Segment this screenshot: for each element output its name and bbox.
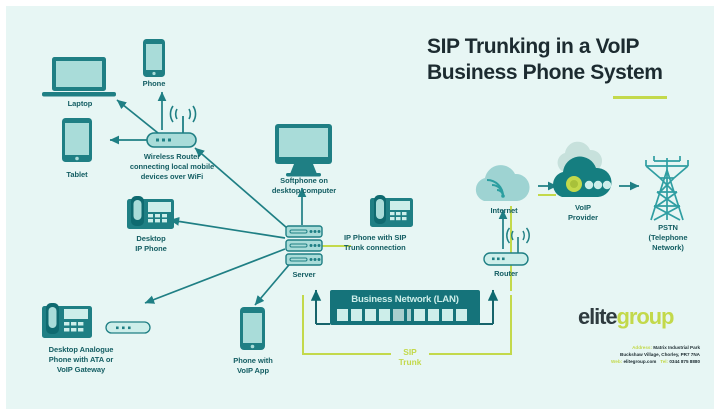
label-analogue-phone-line2: Phone with ATA or [48, 355, 114, 364]
label-analogue-phone-line3: VoIP Gateway [56, 365, 106, 374]
label-analogue-phone-line1: Desktop Analogue [48, 345, 114, 354]
title-accent-bar [613, 96, 667, 99]
label-tablet: Tablet [66, 170, 88, 179]
diagram-vector-layer [42, 39, 689, 355]
label-wireless-router-line1: Wireless Router [143, 152, 201, 161]
logo-part-elite: elite [578, 304, 618, 329]
edge-router-icon [483, 227, 530, 266]
label-desktop-ip-phone-line2: IP Phone [135, 244, 167, 253]
label-server: Server [292, 270, 316, 279]
infographic-board: Laptop Phone Tablet Wireless Router conn… [6, 6, 714, 409]
label-voip-app-phone-line1: Phone with [233, 356, 273, 365]
label-wireless-router-line2: connecting local mobile [129, 162, 215, 171]
label-desktop-ip-phone-line1: Desktop [136, 234, 166, 243]
laptop-icon [42, 57, 116, 97]
tablet-icon [62, 118, 92, 162]
voip-app-phone-icon [240, 307, 265, 350]
connector-server-to-analogue-phone [144, 248, 286, 304]
label-softphone-line1: Softphone on [280, 176, 328, 185]
sip-ip-phone-icon [370, 195, 413, 227]
contact-tel-key: Tel: [660, 359, 669, 365]
sip-trunk-bracket-right [429, 295, 512, 355]
contact-web-key: Web: [611, 359, 623, 365]
label-ip-phone-sip-line2: Trunk connection [344, 243, 406, 252]
label-wireless-router-line3: devices over WiFi [140, 172, 204, 181]
contact-address-line1: Address: Matrix Industrial Park [611, 344, 700, 351]
label-phone: Phone [142, 79, 166, 88]
contact-web-value[interactable]: elitegroup.com [623, 359, 657, 365]
label-pstn-line2: (Telephone [648, 233, 688, 242]
label-voip-app-phone-line2: VoIP App [237, 366, 269, 375]
contact-address-value1: Matrix Industrial Park [653, 345, 700, 350]
label-business-network-lan: Business Network (LAN) [351, 294, 459, 305]
label-pstn-line1: PSTN [658, 223, 678, 232]
elite-group-logo: elitegroup [578, 304, 675, 330]
connector-router-to-laptop [116, 99, 159, 134]
connector-server-to-wireless-router [194, 147, 288, 229]
connector-server-to-voip-app-phone [254, 258, 295, 306]
logo-part-group: group [616, 304, 675, 329]
label-ip-phone-sip-line1: IP Phone with SIP [344, 233, 407, 242]
contact-web-tel-line: Web: elitegroup.com Tel: 0344 875 8880 [611, 358, 700, 365]
mobile-phone-icon [143, 39, 165, 77]
contact-tel-value: 0344 875 8880 [669, 359, 700, 365]
lan-switch-icon [330, 290, 480, 325]
desktop-computer-icon [275, 124, 332, 177]
internet-cloud-icon [475, 165, 530, 201]
contact-address-key: Address: [632, 345, 652, 350]
page-title-line2: Business Phone System [427, 61, 663, 84]
label-router: Router [494, 269, 518, 278]
server-icon [285, 225, 323, 266]
label-softphone-line2: desktop computer [271, 186, 337, 195]
sip-trunk-bracket-left [302, 295, 391, 355]
connector-server-to-desktop-ip-phone [169, 217, 286, 239]
voip-provider-cloud-icon [553, 141, 612, 197]
label-internet: Internet [490, 206, 518, 215]
label-laptop: Laptop [67, 99, 93, 108]
label-voip-provider-line1: VoIP [575, 203, 591, 212]
page-title-line1: SIP Trunking in a VoIP [427, 35, 640, 58]
contact-address: Address: Matrix Industrial Park Buckshaw… [611, 344, 700, 365]
label-sip-trunk-line1: SIP [403, 347, 417, 357]
label-pstn-line3: Network) [652, 243, 684, 252]
analogue-phone-icon [42, 303, 92, 338]
ata-gateway-icon [105, 321, 151, 334]
contact-address-line2: Buckshaw Village, Chorley, PR7 7NA [620, 352, 700, 358]
wireless-router-icon [146, 105, 197, 148]
label-voip-provider-line2: Provider [567, 213, 599, 222]
label-sip-trunk-line2: Trunk [398, 357, 422, 367]
pstn-pylon-icon [645, 156, 689, 221]
desktop-ip-phone-icon [127, 196, 174, 229]
